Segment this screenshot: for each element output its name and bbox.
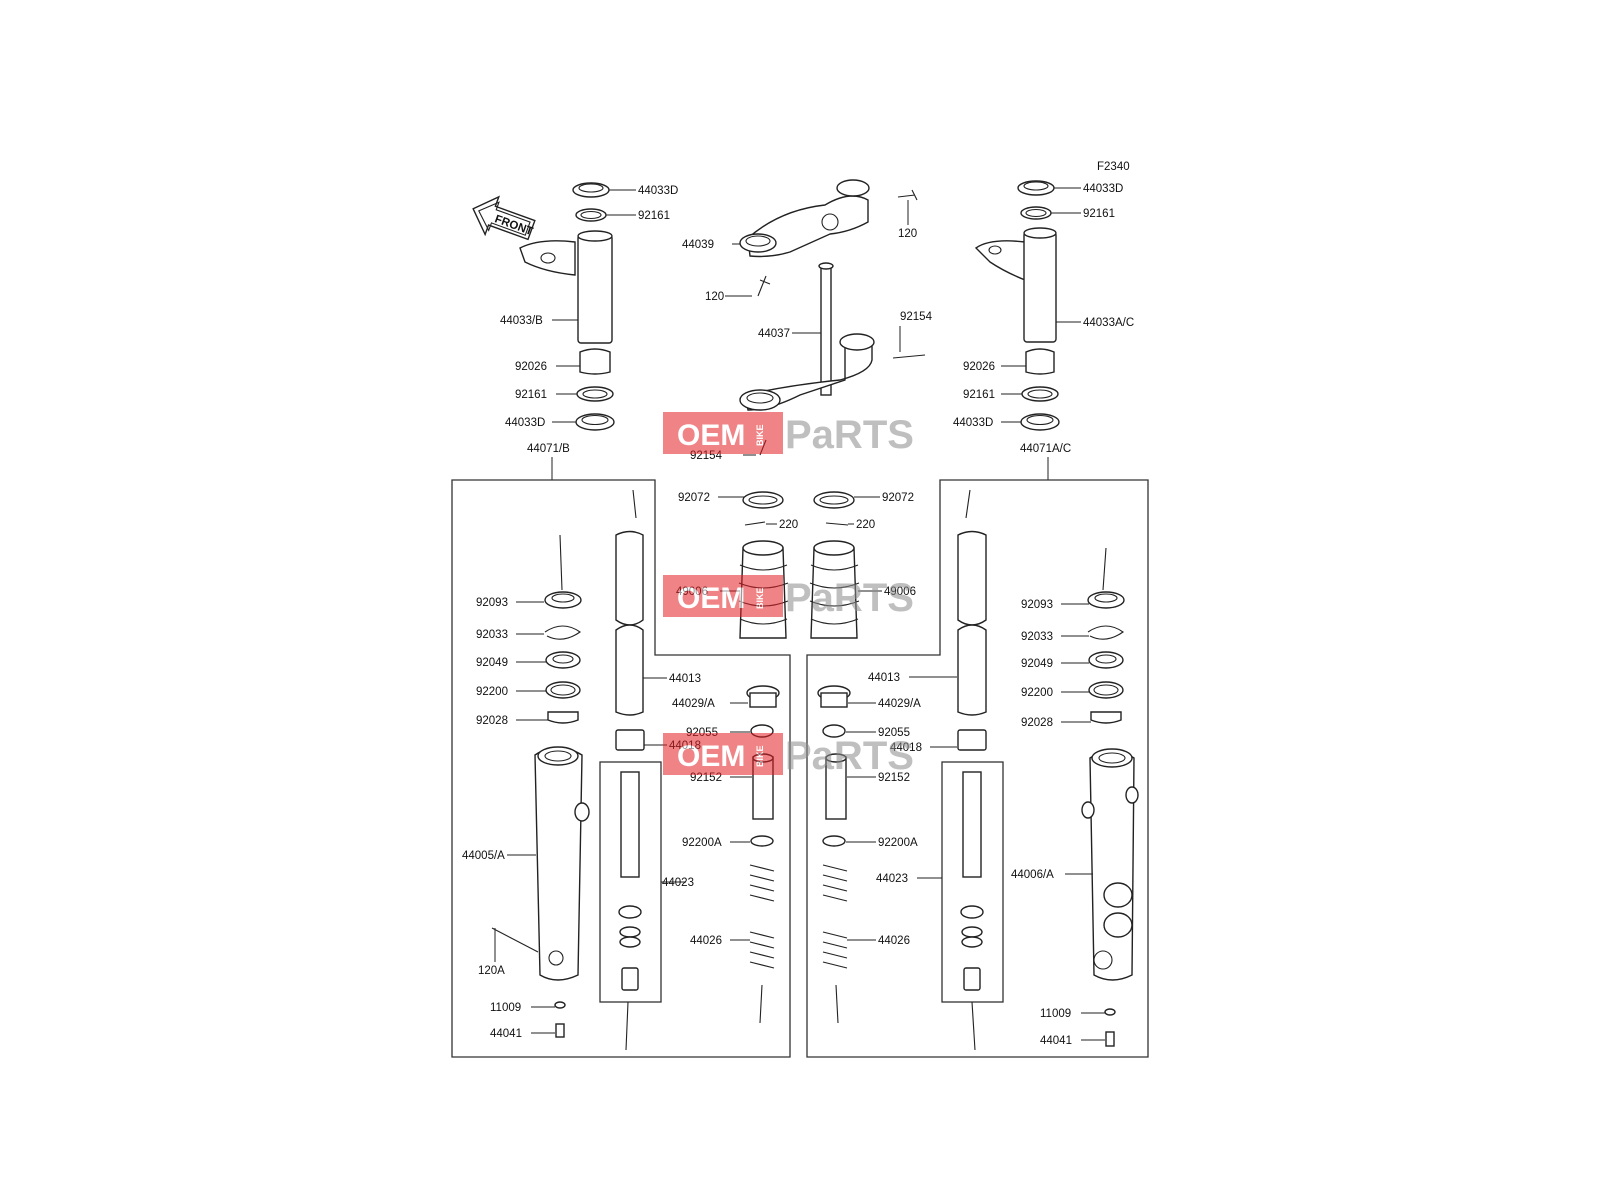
label-92072: 92072 [678, 492, 710, 504]
label-44026: 44026 [690, 935, 722, 947]
oem-bike-parts-logo: OEM BIKE PaRTS [663, 412, 914, 457]
label-44033d: 44033D [638, 185, 678, 197]
svg-text:OEM: OEM [677, 419, 745, 452]
svg-text:PaRTS: PaRTS [785, 576, 914, 620]
left-outer-tube-group: 44033D 92161 44033/B 92026 92161 44033D … [500, 182, 678, 480]
label-92028: 92028 [476, 715, 508, 727]
label-92200: 92200 [476, 686, 508, 698]
label-92093: 92093 [476, 597, 508, 609]
oem-bike-parts-logo: OEM BIKE PaRTS [663, 575, 914, 620]
label-44006-a: 44006/A [1011, 869, 1054, 881]
label-92161: 92161 [963, 389, 995, 401]
label-92072: 92072 [882, 492, 914, 504]
label-92033: 92033 [476, 629, 508, 641]
steering-stem-group: 44039 120 120 44037 92154 92154 [682, 179, 933, 462]
front-arrow-icon: FRONT [472, 195, 536, 241]
oem-bike-parts-logo: OEM BIKE PaRTS [663, 733, 914, 778]
label-92200a: 92200A [682, 837, 722, 849]
label-92161: 92161 [1083, 208, 1115, 220]
label-92026: 92026 [963, 361, 995, 373]
right-outer-tube-group: 44033D 92161 44033A/C 92026 92161 44033D… [953, 180, 1134, 480]
label-92161: 92161 [515, 389, 547, 401]
label-44023: 44023 [876, 873, 908, 885]
figure-code: F2340 [1097, 161, 1130, 173]
left-fork-internals: 92093 92033 92049 92200 92028 44005/A 12… [462, 489, 701, 1051]
label-44029-a: 44029/A [672, 698, 715, 710]
label-44037: 44037 [758, 328, 790, 340]
label-120: 120 [898, 228, 917, 240]
label-120a: 120A [478, 965, 505, 977]
label-44041: 44041 [1040, 1035, 1072, 1047]
label-44033-b: 44033/B [500, 315, 543, 327]
label-92049: 92049 [476, 657, 508, 669]
label-92026: 92026 [515, 361, 547, 373]
label-92033: 92033 [1021, 631, 1053, 643]
label-44033d: 44033D [953, 417, 993, 429]
label-92200: 92200 [1021, 687, 1053, 699]
label-44013: 44013 [669, 673, 701, 685]
label-44033a-c: 44033A/C [1083, 317, 1134, 329]
label-92055: 92055 [878, 727, 910, 739]
label-220: 220 [856, 519, 875, 531]
label-11009: 11009 [490, 1002, 521, 1014]
label-92152: 92152 [878, 772, 910, 784]
label-44013: 44013 [868, 672, 900, 684]
label-44023: 44023 [662, 877, 694, 889]
label-44039: 44039 [682, 239, 714, 251]
right-assembly-frame [806, 479, 1149, 1058]
svg-text:BIKE: BIKE [755, 587, 765, 609]
label-92028: 92028 [1021, 717, 1053, 729]
label-44029-a: 44029/A [878, 698, 921, 710]
svg-text:OEM: OEM [677, 740, 745, 773]
left-assembly-frame [451, 479, 791, 1058]
label-44026: 44026 [878, 935, 910, 947]
label-92093: 92093 [1021, 599, 1053, 611]
svg-text:PaRTS: PaRTS [785, 413, 914, 457]
label-44033d: 44033D [505, 417, 545, 429]
label-49006: 49006 [884, 586, 916, 598]
label-220: 220 [779, 519, 798, 531]
label-92161: 92161 [638, 210, 670, 222]
label-44041: 44041 [490, 1028, 522, 1040]
svg-text:OEM: OEM [677, 582, 745, 615]
label-92200a: 92200A [878, 837, 918, 849]
label-92154: 92154 [900, 311, 933, 323]
right-fork-internals: 44013 44018 44023 92093 92033 92049 9220… [868, 489, 1139, 1051]
label-44071a-c: 44071A/C [1020, 443, 1071, 455]
svg-text:BIKE: BIKE [755, 424, 765, 446]
svg-text:BIKE: BIKE [755, 745, 765, 767]
svg-text:PaRTS: PaRTS [785, 734, 914, 778]
label-92049: 92049 [1021, 658, 1053, 670]
label-11009: 11009 [1040, 1008, 1071, 1020]
label-120: 120 [705, 291, 724, 303]
label-44071-b: 44071/B [527, 443, 570, 455]
label-44018: 44018 [890, 742, 922, 754]
label-44005-a: 44005/A [462, 850, 505, 862]
label-44033d: 44033D [1083, 183, 1123, 195]
